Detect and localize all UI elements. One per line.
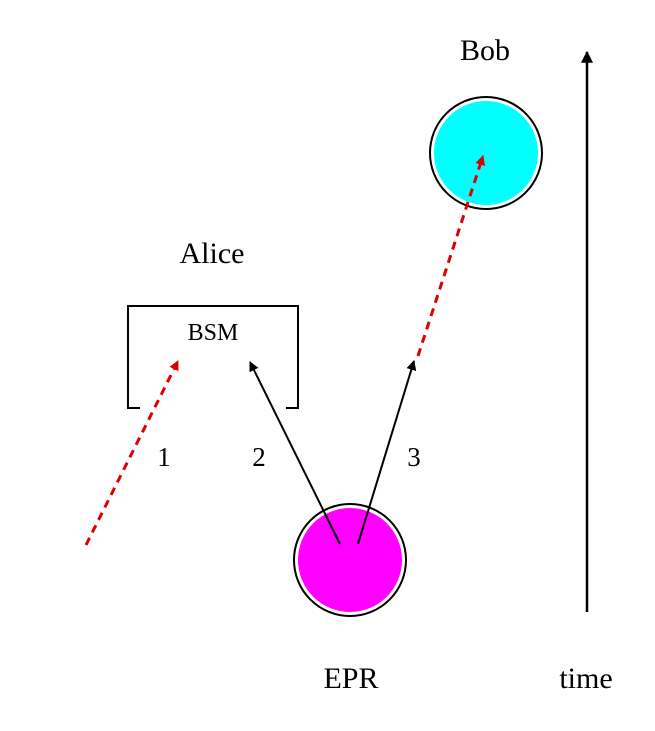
bob-circle — [434, 101, 538, 205]
bsm-label: BSM — [188, 320, 239, 346]
bsm-box — [127, 305, 299, 409]
path-label-3: 3 — [407, 442, 421, 472]
teleported-state-dashed-arrow — [416, 155, 485, 357]
bob-circle-outline — [429, 96, 543, 210]
epr-to-bsm-arrow — [249, 361, 341, 545]
epr-label: EPR — [323, 662, 378, 695]
epr-circle — [298, 508, 402, 612]
alice-label: Alice — [180, 237, 245, 270]
time-label: time — [559, 662, 612, 695]
path-label-1: 1 — [157, 442, 171, 472]
input-qubit-dashed-arrow — [84, 360, 180, 546]
epr-to-bob-arrow — [357, 360, 417, 545]
bob-label: Bob — [460, 34, 510, 67]
epr-circle-outline — [293, 503, 407, 617]
path-label-2: 2 — [252, 442, 266, 472]
